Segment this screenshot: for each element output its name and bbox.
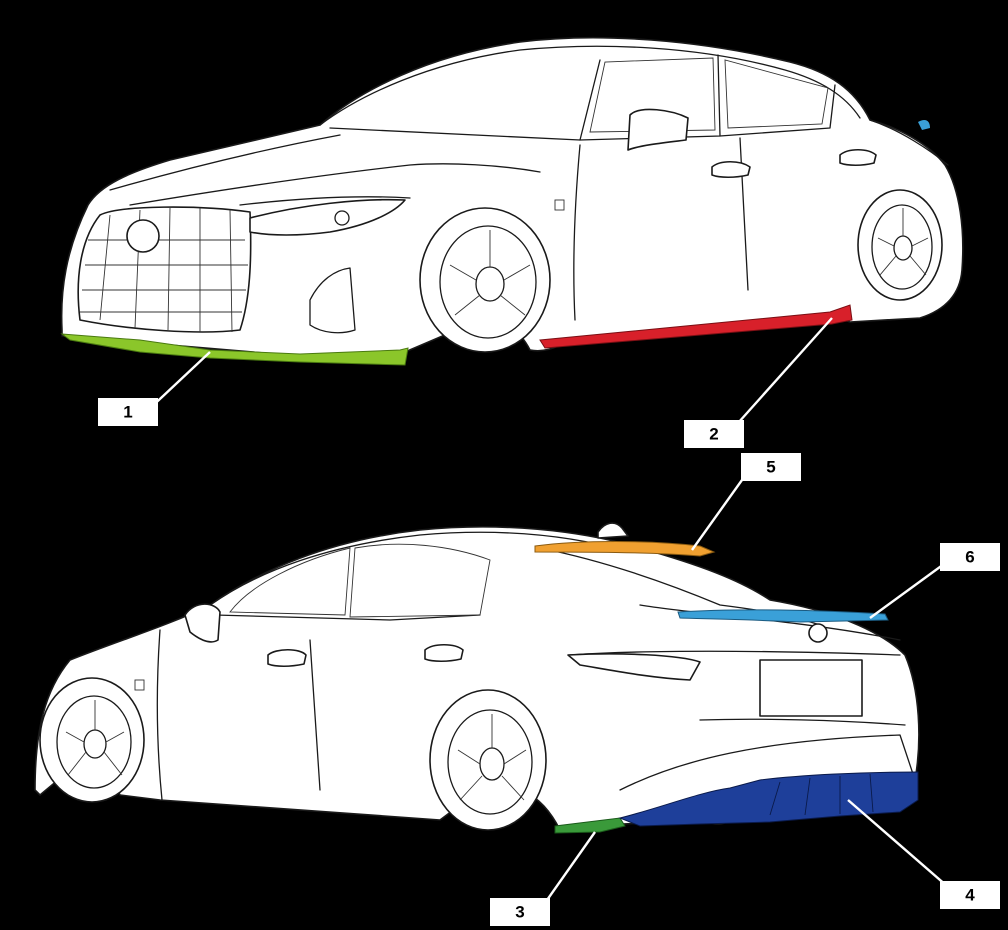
rear-diffuser xyxy=(618,771,919,827)
trunk-spoiler xyxy=(677,609,889,623)
rear-side-spoiler xyxy=(554,817,626,834)
callout-5-label: 5 xyxy=(766,458,775,477)
rear-car-illustration xyxy=(34,522,920,831)
callout-2-label: 2 xyxy=(709,425,718,444)
callout-3: 3 xyxy=(490,898,550,926)
callout-4-leader xyxy=(847,799,956,894)
callout-2: 2 xyxy=(684,420,744,448)
callout-4: 4 xyxy=(940,881,1000,909)
callout-3-label: 3 xyxy=(515,903,524,922)
callout-1-label: 1 xyxy=(123,403,132,422)
callout-3-leader xyxy=(539,831,596,911)
front-lip-spoiler xyxy=(60,333,409,366)
front-car-illustration xyxy=(60,36,964,357)
side-skirt xyxy=(539,304,853,349)
callout-6-label: 6 xyxy=(965,548,974,567)
callout-4-label: 4 xyxy=(965,886,975,905)
roof-spoiler xyxy=(534,541,716,557)
callout-5: 5 xyxy=(741,453,801,481)
callout-6: 6 xyxy=(940,543,1000,571)
callout-2-leader xyxy=(729,317,833,433)
callout-1: 1 xyxy=(98,398,158,426)
